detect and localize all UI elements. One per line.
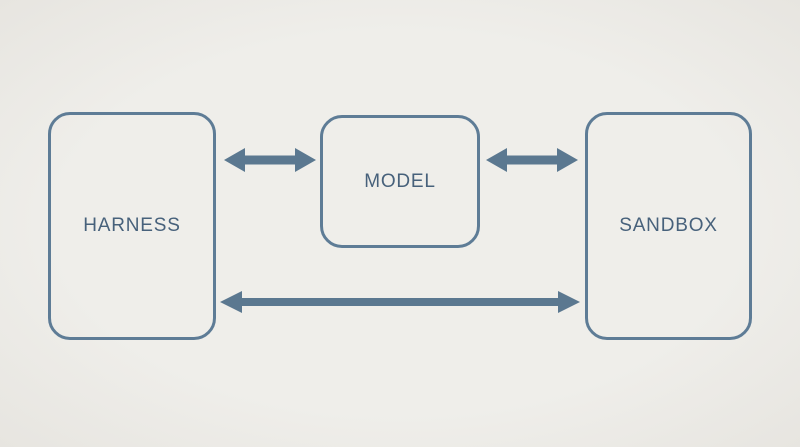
double-arrow-model-sandbox-icon	[486, 144, 578, 176]
double-arrow-harness-model-icon	[224, 144, 316, 176]
node-sandbox: SANDBOX	[585, 112, 752, 340]
node-model: MODEL	[320, 115, 480, 248]
node-harness: HARNESS	[48, 112, 216, 340]
node-harness-label: HARNESS	[83, 215, 181, 236]
node-model-label: MODEL	[364, 170, 436, 192]
double-arrow-harness-sandbox-icon	[220, 286, 580, 318]
node-sandbox-label: SANDBOX	[619, 215, 718, 236]
